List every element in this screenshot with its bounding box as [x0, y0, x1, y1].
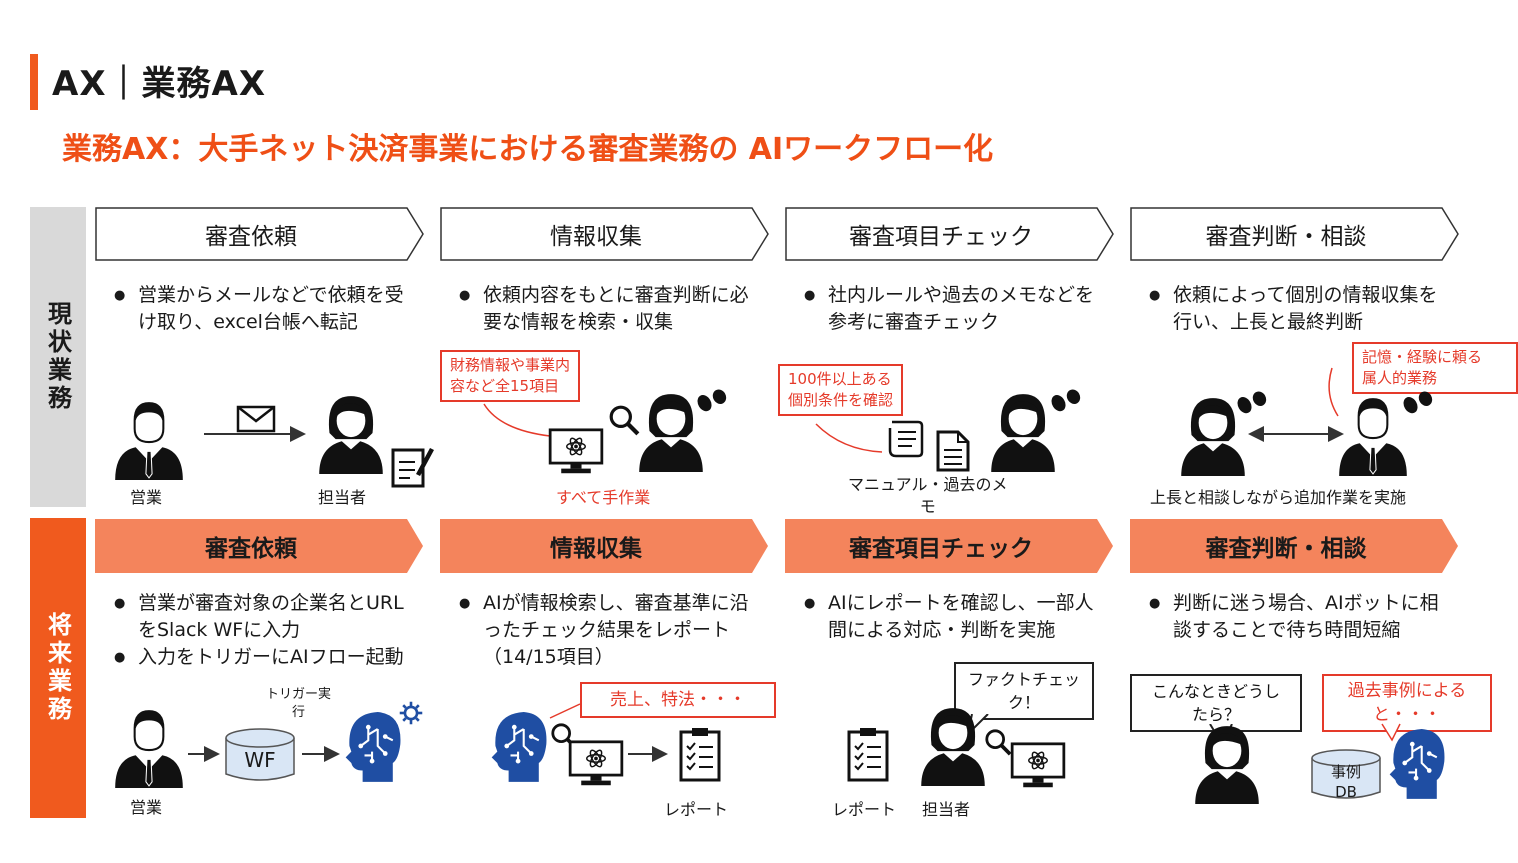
page-title: AX｜業務AX [52, 64, 267, 104]
document-pen-icon [390, 442, 434, 488]
stage-label: 審査判断・相談 [1205, 536, 1367, 562]
staff-label: 担当者 [922, 800, 971, 819]
bullets-future-col2: AIが情報検索し、審査基準に沿ったチェック結果をレポート（14/15項目） [453, 590, 753, 671]
stage-label: 審査判断・相談 [1205, 224, 1367, 250]
row-label-future-text: 将来業務 [43, 612, 72, 724]
sweat-icon [1050, 388, 1082, 414]
stage-label: 審査項目チェック [849, 536, 1033, 562]
staff-person-icon [916, 704, 990, 786]
bullet-item: 営業が審査対象の企業名とURLをSlack WFに入力 [108, 590, 408, 644]
bullets-current-col3: 社内ルールや過去のメモなどを参考に審査チェック [798, 282, 1098, 336]
callout-past-cases: 過去事例による と・・・ [1322, 674, 1492, 732]
callout-report-content: 売上、特法・・・ [580, 682, 776, 718]
bullet-item: 営業からメールなどで依頼を受け取り、excel台帳へ転記 [108, 282, 408, 336]
ai-head-icon [340, 708, 406, 784]
trigger-label: トリガー実 行 [266, 687, 332, 720]
stage-future-judge: 審査判断・相談 [1130, 519, 1460, 573]
stage-current-request: 審査依頼 [95, 207, 425, 261]
callout-personal-work: 記憶・経験に頼る 属人的業務 [1352, 342, 1518, 394]
report-clipboard-icon [678, 726, 722, 782]
sales-person-icon [112, 706, 186, 788]
monitor-ai-icon [548, 428, 604, 476]
stage-label: 審査依頼 [205, 224, 297, 250]
arrow-icon [204, 426, 306, 442]
row-label-current: 現状業務 [30, 207, 86, 507]
arrow-icon [628, 746, 668, 762]
sales-label: 営業 [130, 798, 163, 817]
monitor-ai-icon [568, 740, 624, 788]
gear-icon [398, 700, 424, 726]
speech-what-to-do: こんなときどうし たら？ [1130, 674, 1302, 732]
bullet-item: 依頼によって個別の情報収集を行い、上長と最終判断 [1143, 282, 1443, 336]
ai-head-icon [486, 708, 552, 784]
bullets-future-col4: 判断に迷う場合、AIボットに相談することで待ち時間短縮 [1143, 590, 1443, 644]
monitor-ai-icon [1010, 742, 1066, 790]
report-label: レポート [832, 800, 897, 819]
stage-current-check: 審査項目チェック [785, 207, 1115, 261]
bullets-current-col1: 営業からメールなどで依頼を受け取り、excel台帳へ転記 [108, 282, 408, 336]
bullet-item: AIが情報検索し、審査基準に沿ったチェック結果をレポート（14/15項目） [453, 590, 753, 671]
staff-person-icon [314, 392, 388, 474]
bullets-current-col4: 依頼によって個別の情報収集を行い、上長と最終判断 [1143, 282, 1443, 336]
bullet-item: 判断に迷う場合、AIボットに相談することで待ち時間短縮 [1143, 590, 1443, 644]
staff-label: 担当者 [318, 488, 367, 507]
database-icon [225, 728, 295, 781]
bullet-item: 依頼内容をもとに審査判断に必要な情報を検索・収集 [453, 282, 753, 336]
case-database-icon [1311, 749, 1381, 799]
bullet-item: 社内ルールや過去のメモなどを参考に審査チェック [798, 282, 1098, 336]
report-clipboard-icon [846, 726, 890, 782]
bullet-item: 入力をトリガーにAIフロー起動 [108, 644, 408, 671]
ai-bot-head-icon [1384, 724, 1450, 802]
case-db-label: 事例 DB [1330, 763, 1361, 801]
title-accent-bar [30, 54, 38, 110]
bullets-current-col2: 依頼内容をもとに審査判断に必要な情報を検索・収集 [453, 282, 753, 336]
sweat-icon [696, 388, 728, 414]
callout-pointer [483, 403, 551, 437]
stage-label: 情報収集 [550, 536, 642, 562]
sweat-icon [1402, 390, 1434, 416]
consult-caption: 上長と相談しながら追加作業を実施 [1150, 488, 1407, 507]
bullets-future-col3: AIにレポートを確認し、一部人間による対応・判断を実施 [798, 590, 1098, 644]
scroll-icon [886, 418, 926, 458]
staff-person-icon [1190, 722, 1264, 804]
staff-person-icon [986, 390, 1060, 472]
bullet-item: AIにレポートを確認し、一部人間による対応・判断を実施 [798, 590, 1098, 644]
arrow-icon [188, 746, 220, 762]
page-subtitle: 業務AX：大手ネット決済事業における審査業務の AIワークフロー化 [62, 132, 994, 167]
report-label: レポート [664, 800, 729, 819]
row-label-future: 将来業務 [30, 518, 86, 818]
row-label-current-text: 現状業務 [43, 301, 72, 413]
stage-future-collect: 情報収集 [440, 519, 770, 573]
magnifier-icon [984, 728, 1012, 756]
callout-conditions: 100件以上ある 個別条件を確認 [778, 364, 904, 416]
stage-current-judge: 審査判断・相談 [1130, 207, 1460, 261]
stage-current-collect: 情報収集 [440, 207, 770, 261]
stage-future-request: 審査依頼 [95, 519, 425, 573]
bullets-future-col1: 営業が審査対象の企業名とURLをSlack WFに入力 入力をトリガーにAIフロ… [108, 590, 408, 671]
callout-pointer [1381, 723, 1401, 742]
stage-label: 審査依頼 [205, 536, 297, 562]
stage-future-check: 審査項目チェック [785, 519, 1115, 573]
callout-pointer [815, 423, 883, 453]
speech-fact-check: ファクトチェッ ク！ [954, 662, 1094, 720]
wf-label: WF [244, 748, 276, 772]
sales-person-icon [112, 398, 186, 480]
sales-label: 営業 [130, 488, 163, 507]
bidirectional-arrow-icon [1248, 426, 1344, 442]
document-icon [936, 430, 970, 472]
callout-pointer [1328, 367, 1339, 417]
sweat-icon [1236, 390, 1268, 416]
manual-work-caption: すべて手作業 [556, 488, 651, 507]
callout-pointer [549, 703, 581, 719]
callout-financial-items: 財務情報や事業内 容など全15項目 [440, 350, 581, 402]
staff-person-icon [1336, 394, 1410, 476]
stage-label: 情報収集 [550, 224, 642, 250]
manual-memo-caption: マニュアル・過去のメ モ [848, 475, 1008, 516]
arrow-icon [302, 746, 340, 762]
stage-label: 審査項目チェック [849, 224, 1033, 250]
